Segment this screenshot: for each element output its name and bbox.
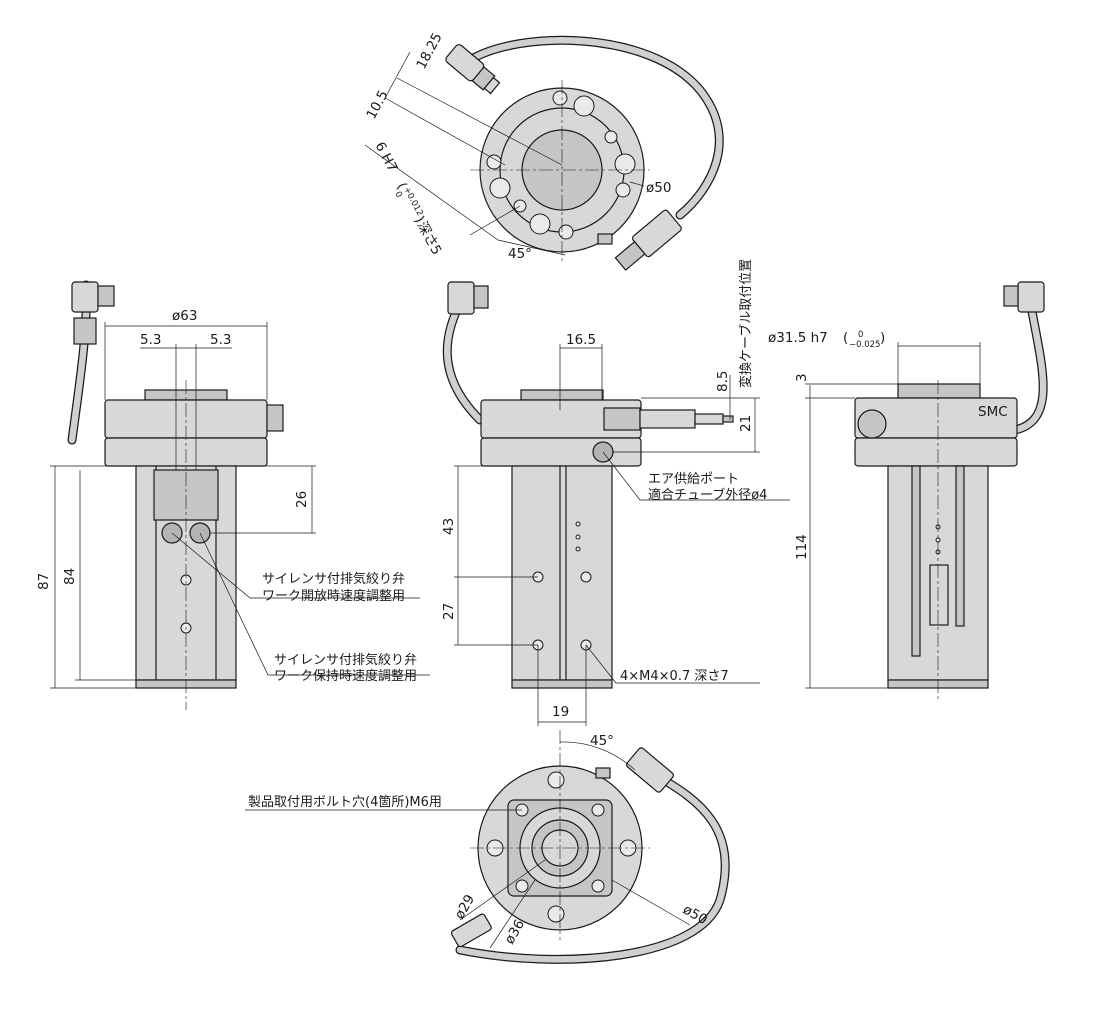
- svg-text:深さ5: 深さ5: [414, 219, 445, 258]
- top-pin-hole-callout: 6 H7 ( +0.012 0 ) 深さ5: [371, 139, 445, 258]
- front-body: [511, 465, 613, 681]
- left-dim-5-3-b: 5.3: [210, 332, 231, 348]
- front-dim-27: 27: [441, 603, 457, 620]
- brand-logo: SMC: [978, 404, 1008, 420]
- front-dim-19: 19: [552, 704, 569, 720]
- svg-text:): ): [880, 330, 885, 346]
- svg-text:−0.025: −0.025: [849, 340, 880, 350]
- svg-text:(: (: [843, 330, 848, 346]
- left-dim-84: 84: [62, 568, 78, 585]
- note-silencer-hold-2: ワーク保持時速度調整用: [274, 668, 417, 684]
- right-connector: [1017, 281, 1045, 313]
- right-flange-lower: [854, 437, 1018, 467]
- left-view: ø63 5.3 5.3 87 84 26 サイレンサ付排気絞り弁 ワーク開放時速…: [36, 280, 430, 710]
- front-connector: [447, 281, 475, 315]
- svg-text:ø31.5 h7: ø31.5 h7: [768, 330, 828, 346]
- left-dim-dia63: ø63: [172, 308, 197, 324]
- bottom-dim-angle: 45°: [590, 733, 614, 749]
- connector-top-left: [445, 44, 501, 95]
- note-air-port-2: 適合チューブ外径ø4: [648, 487, 767, 503]
- top-dim-angle: 45°: [508, 246, 532, 262]
- bottom-connector-left: [450, 913, 492, 948]
- front-tap-note: 4×M4×0.7 深さ7: [620, 669, 729, 684]
- top-dim-18-25: 18.25: [413, 30, 445, 72]
- top-view: 18.25 10.5 6 H7 ( +0.012 0 ) 深さ5 ø50 45°: [363, 30, 724, 271]
- left-dim-5-3-a: 5.3: [140, 332, 161, 348]
- note-silencer-hold-1: サイレンサ付排気絞り弁: [274, 652, 417, 668]
- note-silencer-open-1: サイレンサ付排気絞り弁: [262, 571, 405, 587]
- left-dim-87: 87: [36, 573, 52, 590]
- right-dim-3: 3: [794, 373, 810, 382]
- front-dim-8-5: 8.5: [715, 371, 731, 392]
- right-dim-114: 114: [794, 534, 810, 560]
- svg-text:0: 0: [858, 330, 863, 340]
- svg-text:0: 0: [392, 190, 403, 199]
- top-dim-dia50: ø50: [646, 180, 671, 196]
- svg-text:+0.012: +0.012: [401, 185, 425, 217]
- note-silencer-open-2: ワーク開放時速度調整用: [262, 588, 405, 604]
- front-cable-note: 変換ケーブル取付位置: [738, 259, 754, 388]
- bottom-bolt-note: 製品取付用ボルト穴(4箇所)M6用: [248, 794, 442, 810]
- bottom-view: 45° 製品取付用ボルト穴(4箇所)M6用 ø29 ø36 ø50: [245, 730, 730, 964]
- svg-text:6 H7: 6 H7: [371, 139, 400, 174]
- right-view: SMC ø31.5 h7 ( 0 −0.025 ) 3 114: [768, 281, 1048, 700]
- connector-top-right: [614, 209, 682, 271]
- front-dim-43: 43: [441, 518, 457, 535]
- front-dim-21: 21: [738, 415, 754, 432]
- front-view: 16.5 8.5 変換ケーブル取付位置 21 43 27 19 4×M4×0.7…: [441, 259, 790, 726]
- right-dim-dia31-5: ø31.5 h7 ( 0 −0.025 ): [768, 330, 885, 350]
- bottom-connector-right: [626, 747, 674, 793]
- front-dim-16-5: 16.5: [566, 332, 596, 348]
- bottom-dim-dia29: ø29: [452, 892, 479, 922]
- left-connector: [71, 281, 99, 313]
- left-dim-26: 26: [294, 491, 310, 508]
- note-air-port-1: エア供給ポート: [648, 472, 739, 487]
